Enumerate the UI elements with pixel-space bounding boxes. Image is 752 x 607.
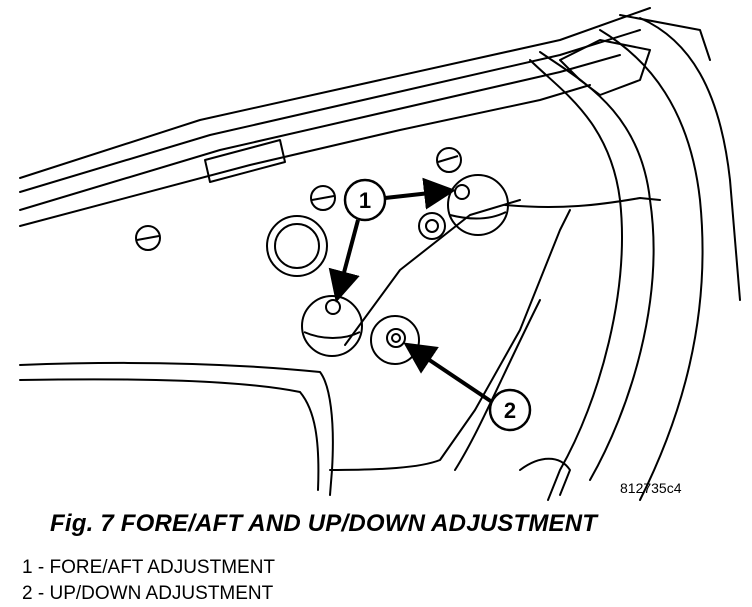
callout-2-label: 2 (504, 398, 516, 423)
legend-separator: - (37, 557, 45, 578)
figure-code: 812735c4 (620, 480, 682, 496)
fore-aft-bolt-left (325, 299, 341, 315)
fender-edge (639, 17, 741, 301)
callout-1-arrow-right (384, 177, 456, 210)
callout-2-arrow (403, 342, 494, 404)
legend-number: 2 (22, 583, 33, 604)
legend-item: 1 - FORE/AFT ADJUSTMENT (22, 555, 275, 581)
figure-caption: Fig. 7 FORE/AFT AND UP/DOWN ADJUSTMENT (50, 510, 598, 537)
inner-panel-edge (19, 361, 334, 496)
legend-item: 2 - UP/DOWN ADJUSTMENT (22, 581, 275, 607)
plug-small-mid (310, 185, 336, 211)
legend-text: UP/DOWN ADJUSTMENT (49, 583, 274, 604)
grommet-lower (370, 315, 420, 365)
hood-adjustment-illustration: 1 2 (19, 7, 741, 501)
legend-text: FORE/AFT ADJUSTMENT (49, 557, 276, 578)
legend-separator: - (37, 583, 45, 604)
plug-small-top (436, 147, 462, 173)
weatherstrip-mid (539, 51, 655, 481)
hinge-slot (204, 139, 286, 183)
body-contour (504, 197, 661, 208)
lower-clip (519, 457, 571, 496)
panel-top-edge (19, 7, 651, 179)
fender-strip (559, 39, 651, 96)
panel-inner-edge-1 (19, 29, 641, 193)
weatherstrip-inner (599, 29, 704, 501)
bracket-edge (344, 199, 521, 346)
panel-inner-edge-3 (19, 84, 591, 227)
legend-number: 1 (22, 557, 33, 578)
bracket-lower (329, 209, 571, 471)
access-hole-left-inner (274, 223, 320, 269)
callout-2-circle (488, 388, 532, 432)
fender-edge-2 (619, 14, 711, 61)
callout-1-label: 1 (359, 188, 371, 213)
legend: 1 - FORE/AFT ADJUSTMENT 2 - UP/DOWN ADJU… (22, 555, 275, 607)
plug-small-left (135, 225, 161, 251)
weatherstrip-outer (529, 59, 623, 501)
grommet-right (418, 212, 446, 240)
callout-1-circle (343, 178, 387, 222)
fore-aft-bolt-right (454, 184, 470, 200)
access-hole-left (266, 215, 328, 277)
callout-1-arrow-down (328, 219, 360, 303)
panel-inner-edge-2 (19, 54, 621, 211)
bumper-stop-right (447, 174, 509, 236)
inner-panel-edge-2 (19, 378, 320, 491)
